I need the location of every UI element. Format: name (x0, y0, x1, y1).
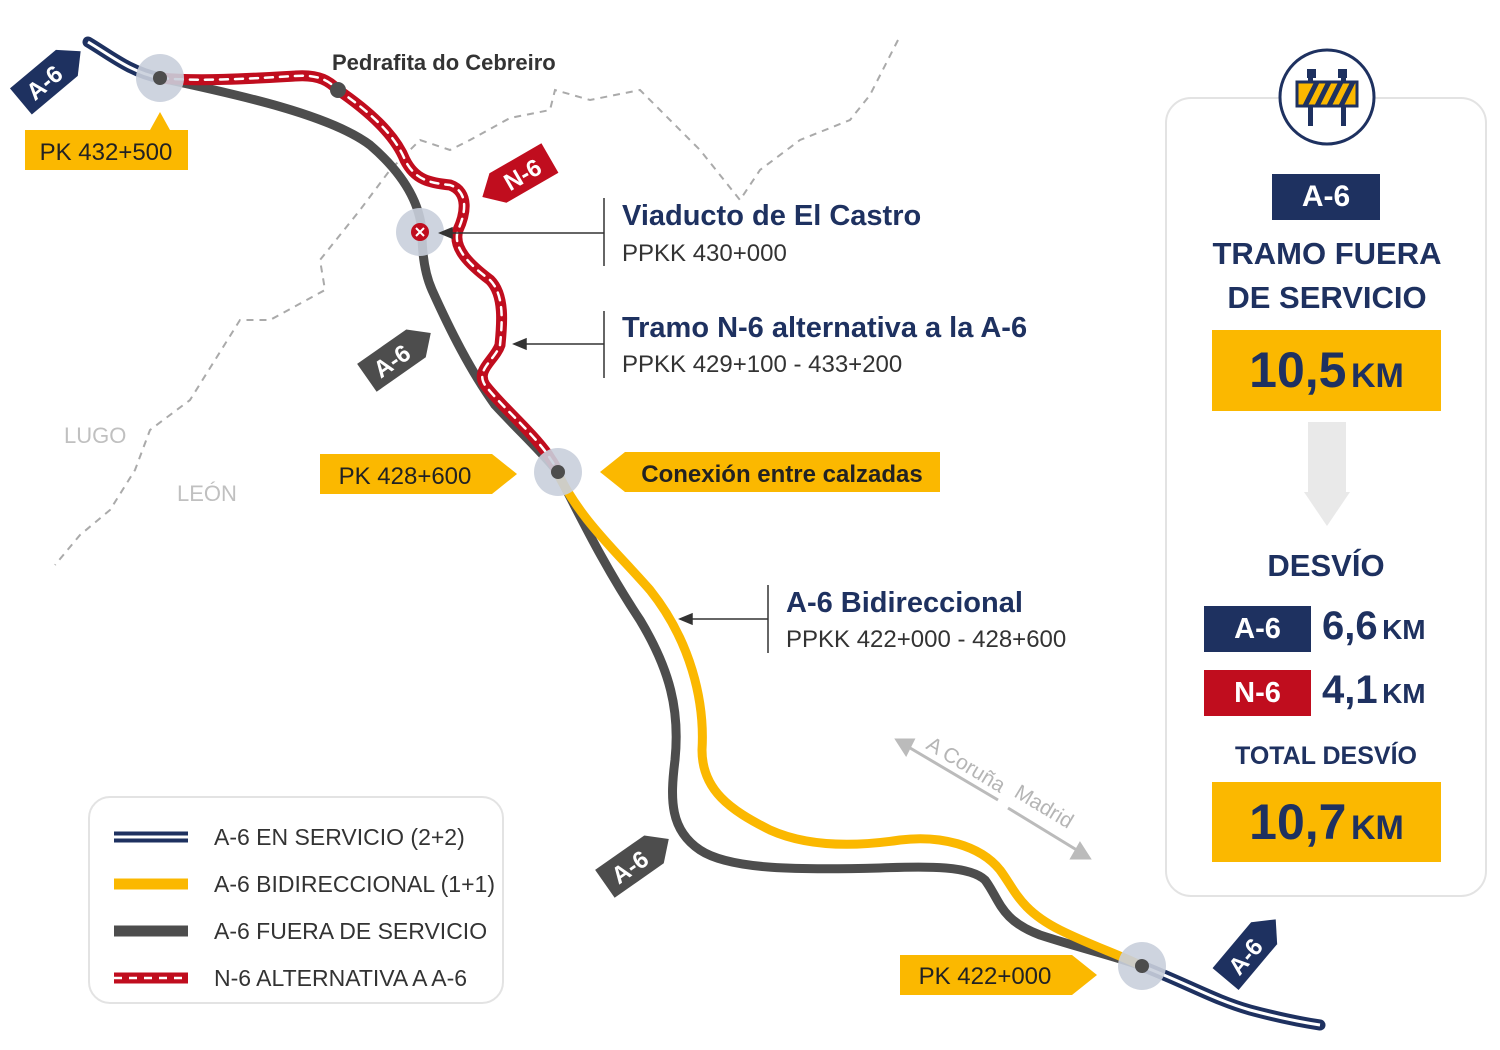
callout-n6-title: Tramo N-6 alternativa a la A-6 (622, 312, 1028, 344)
legend-label: N-6 ALTERNATIVA A A-6 (214, 964, 468, 991)
legend-item-out-of-service: A-6 FUERA DE SERVICIO (112, 916, 487, 946)
legend-label: A-6 BIDIRECCIONAL (1+1) (214, 870, 495, 897)
callout-viaduct-sub: PPKK 430+000 (622, 240, 787, 267)
region-label-lugo: LUGO (64, 423, 126, 448)
total-detour-title: TOTAL DESVÍO (1235, 742, 1417, 770)
closed-length-value: 10,5 (1249, 342, 1347, 398)
place-label-pedrafita: Pedrafita do Cebreiro (332, 50, 556, 75)
down-arrow-icon (1304, 422, 1350, 526)
total-length-box: 10,7 KM (1212, 782, 1441, 862)
connection-label: Conexión entre calzadas (600, 452, 940, 492)
total-length-value: 10,7 (1249, 794, 1347, 850)
panel-road-badge: A-6 (1272, 174, 1380, 220)
junction-se (1118, 942, 1166, 990)
closed-length-box: 10,5 KM (1212, 330, 1441, 411)
callout-viaduct-title: Viaducto de El Castro (622, 200, 922, 232)
legend-swatch-out-of-service (114, 925, 188, 937)
shield-n6: N-6 (482, 143, 559, 203)
junction-nw (136, 54, 184, 102)
pk-tag-nw: PK 432+500 (25, 112, 188, 170)
n6-alternative-line (154, 70, 562, 476)
junction-mid (534, 448, 582, 496)
detour-n6-length: 4,1 KM (1322, 668, 1426, 713)
legend-swatch-n6-alternative (114, 972, 188, 984)
pedrafita-dot (330, 82, 346, 98)
road-barrier-icon (1278, 48, 1376, 146)
detour-n6-badge: N-6 (1204, 670, 1311, 716)
callout-n6-sub: PPKK 429+100 - 433+200 (622, 351, 903, 378)
callout-bidir-title: A-6 Bidireccional (786, 587, 1023, 619)
shield-a6-nw: A-6 (9, 49, 81, 115)
panel-title: TRAMO FUERA DE SERVICIO (1212, 236, 1442, 315)
legend-label: A-6 FUERA DE SERVICIO (214, 917, 488, 944)
callout-bidir-sub: PPKK 422+000 - 428+600 (786, 626, 1067, 653)
province-borders (54, 39, 899, 566)
callout-leaders (438, 198, 769, 653)
shield-a6-sw: A-6 (595, 835, 669, 898)
shield-a6-se: A-6 (1212, 919, 1278, 991)
svg-text:PK 422+000: PK 422+000 (919, 963, 1052, 990)
direction-a-coruna: A Coruña (922, 733, 1009, 798)
direction-madrid: Madrid (1010, 781, 1077, 834)
legend-item-n6-alternative: N-6 ALTERNATIVA A A-6 (112, 963, 467, 993)
svg-text:PK 428+600: PK 428+600 (339, 463, 472, 490)
svg-text:PK 432+500: PK 432+500 (40, 139, 173, 166)
detour-a6-value: 6,6 (1322, 604, 1378, 648)
detour-title: DESVÍO (1267, 548, 1385, 583)
detour-n6-unit: KM (1382, 678, 1426, 709)
pk-tag-se: PK 422+000 (900, 955, 1097, 995)
svg-text:Conexión entre calzadas: Conexión entre calzadas (641, 461, 922, 488)
shield-a6-mid: A-6 (357, 329, 431, 392)
legend-swatch-bidirectional (114, 878, 188, 890)
legend-label: A-6 EN SERVICIO (2+2) (214, 823, 465, 850)
junction-viaduct (396, 208, 444, 256)
pk-tag-mid: PK 428+600 (320, 454, 517, 494)
a6-bidirectional-line (551, 465, 1147, 971)
closed-length-unit: KM (1350, 357, 1404, 395)
legend-item-bidirectional: A-6 BIDIRECCIONAL (1+1) (112, 869, 495, 899)
a6-in-service-line-se (1136, 960, 1326, 1031)
direction-arrows (894, 738, 1092, 860)
legend-swatch-in-service (114, 831, 188, 843)
total-length-unit: KM (1350, 809, 1404, 847)
detour-a6-unit: KM (1382, 614, 1426, 645)
legend: A-6 EN SERVICIO (2+2) A-6 BIDIRECCIONAL … (88, 796, 504, 1004)
detour-a6-length: 6,6 KM (1322, 604, 1426, 649)
legend-item-in-service: A-6 EN SERVICIO (2+2) (112, 822, 465, 852)
detour-n6-value: 4,1 (1322, 668, 1378, 712)
detour-a6-badge: A-6 (1204, 606, 1311, 652)
region-label-leon: LEÓN (177, 481, 237, 506)
